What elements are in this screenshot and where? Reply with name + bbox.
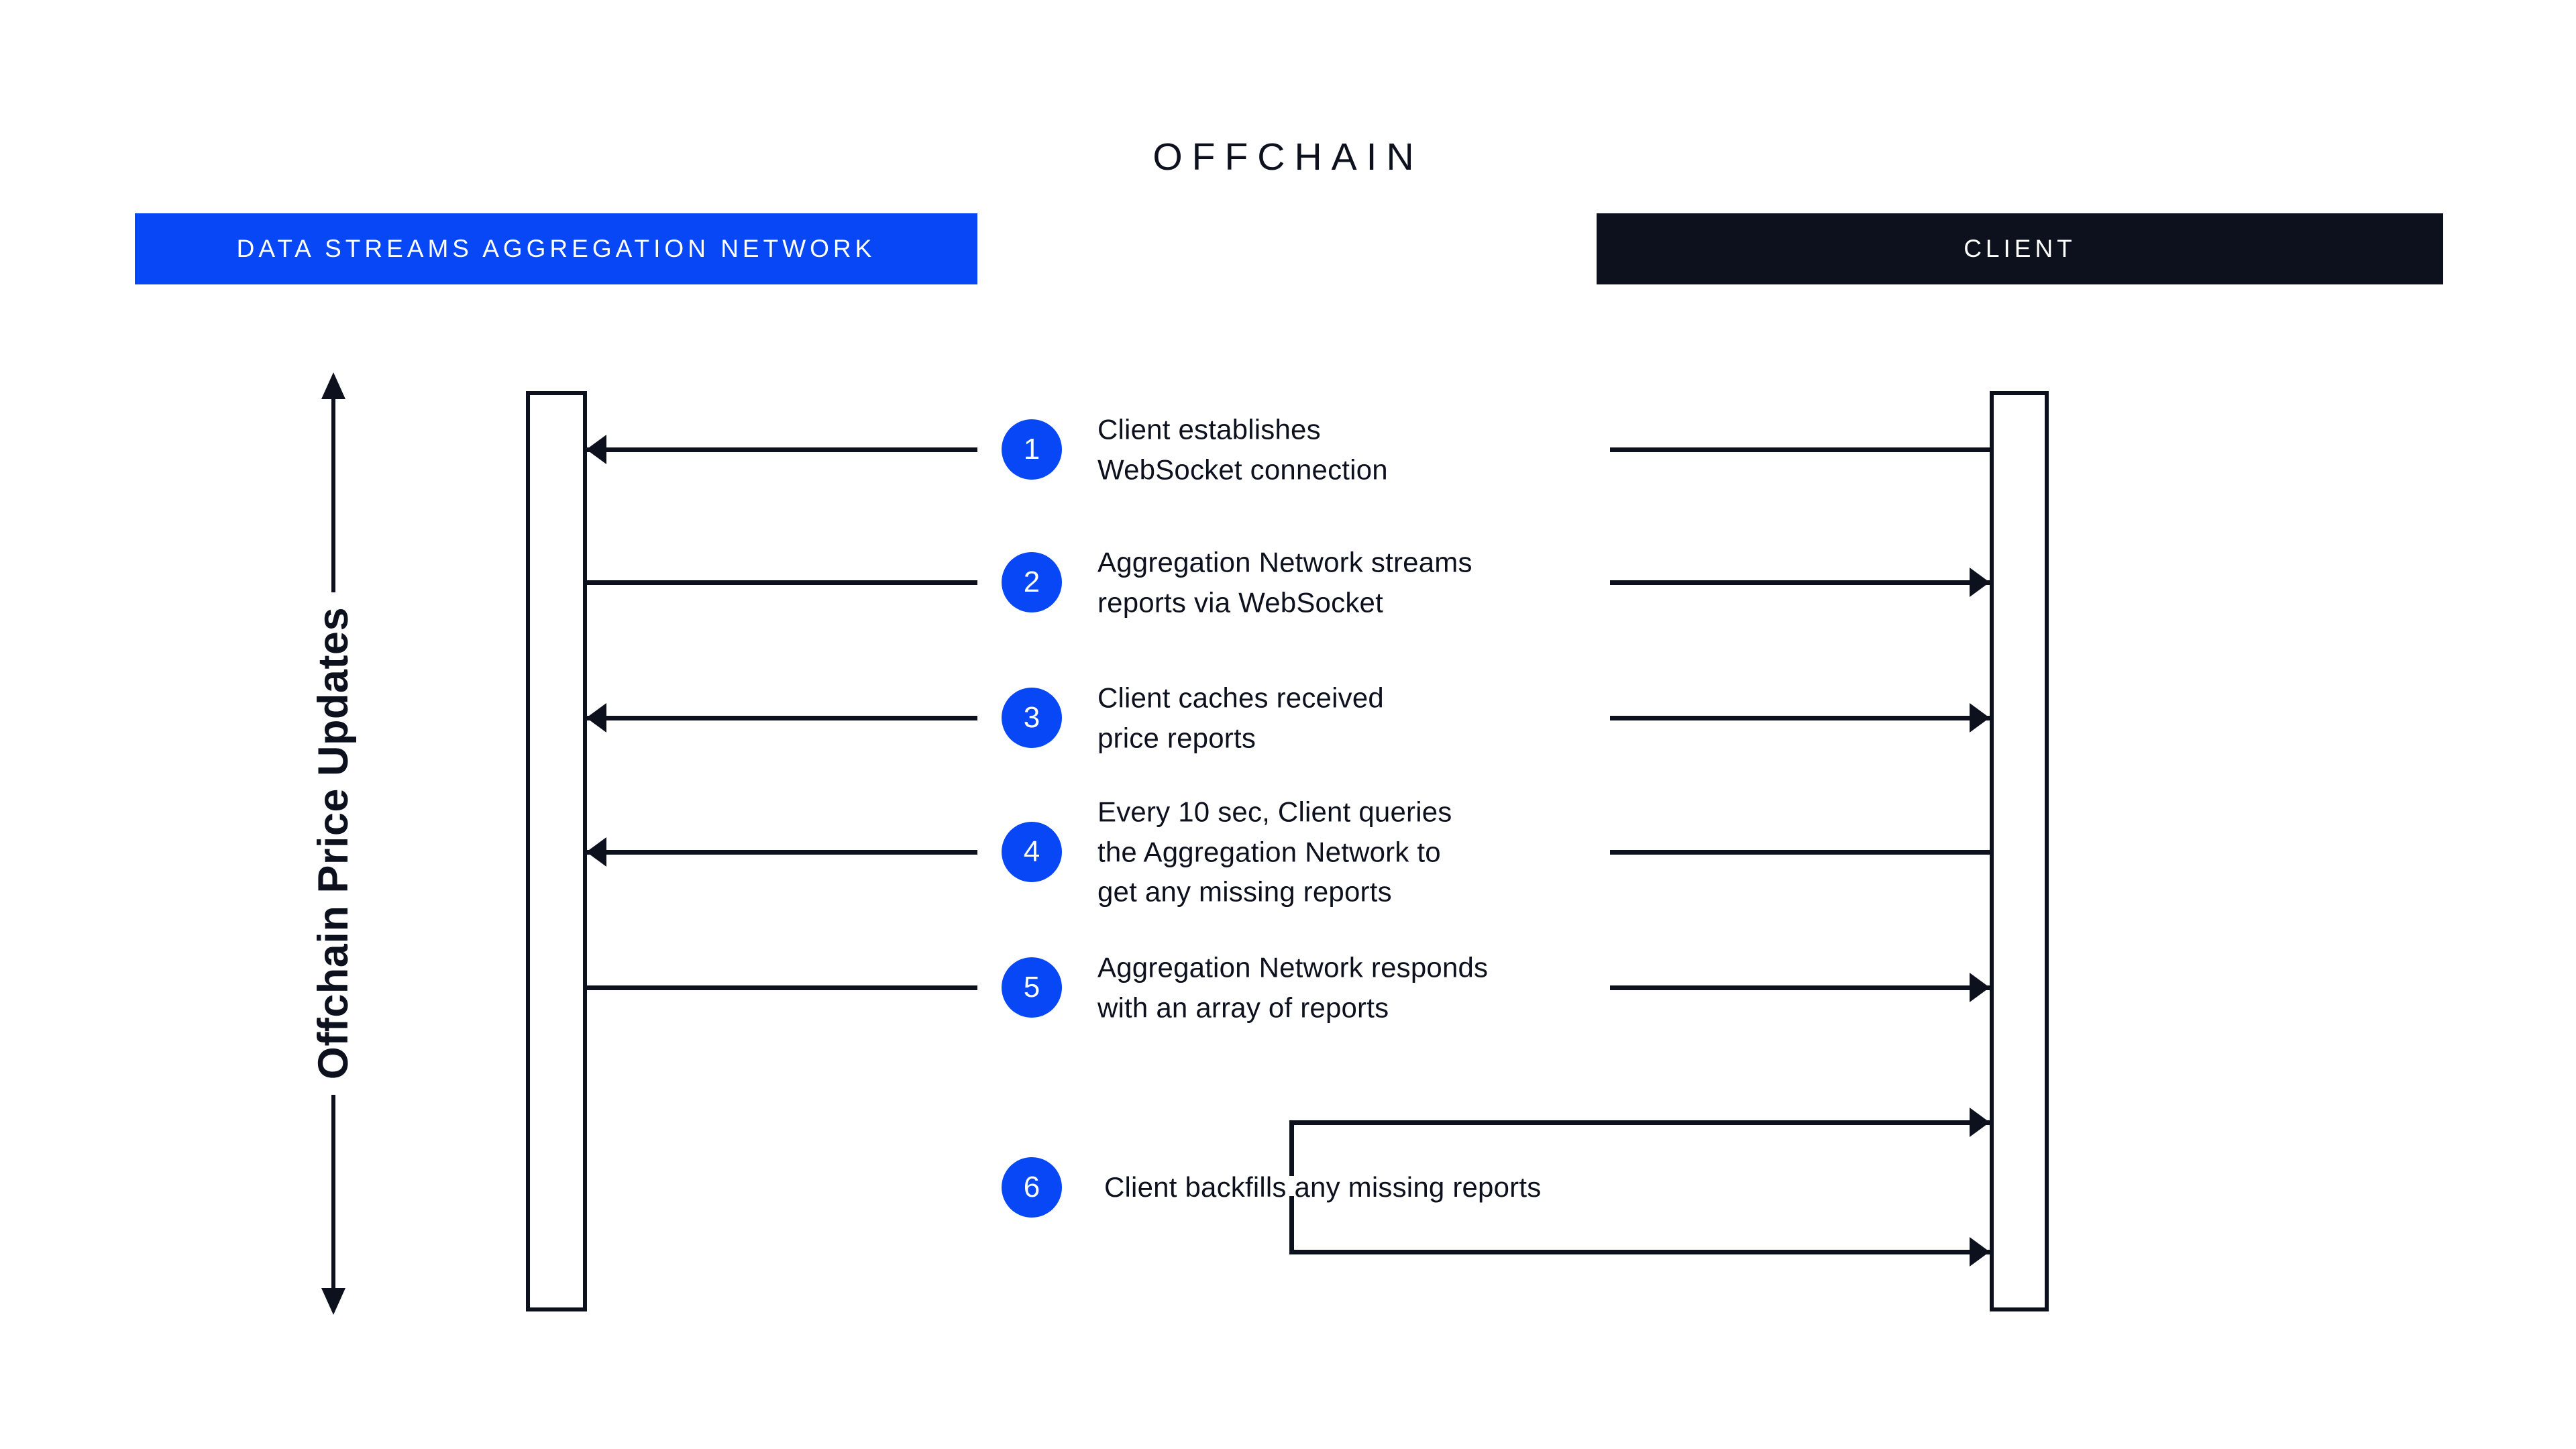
loop-line-bottom bbox=[1289, 1249, 1990, 1254]
loop-arrowhead-top bbox=[1970, 1108, 1990, 1137]
step-description-line: Aggregation Network streams bbox=[1097, 546, 1472, 578]
step-description-line: Every 10 sec, Client queries bbox=[1097, 796, 1452, 828]
step-description-4: Every 10 sec, Client queries the Aggregat… bbox=[1097, 792, 1452, 912]
arrow-down-icon bbox=[321, 1288, 345, 1315]
step-description-line: Client establishes bbox=[1097, 413, 1321, 445]
lifeline-aggregation-network bbox=[526, 391, 587, 1311]
message-line-left-1 bbox=[586, 447, 977, 452]
step-description-line: Client backfills any missing reports bbox=[1104, 1171, 1542, 1203]
step-description-line: the Aggregation Network to bbox=[1097, 836, 1441, 868]
lifeline-client bbox=[1990, 391, 2049, 1311]
arrow-up-icon bbox=[321, 372, 345, 399]
step-description-line: get any missing reports bbox=[1097, 875, 1392, 908]
step-description-line: with an array of reports bbox=[1097, 991, 1389, 1023]
step-description-line: reports via WebSocket bbox=[1097, 586, 1383, 618]
axis-line-bottom bbox=[331, 1094, 335, 1288]
message-line-right-5 bbox=[1610, 985, 1990, 990]
message-line-left-4 bbox=[586, 849, 977, 855]
arrowhead-left-4 bbox=[586, 837, 606, 867]
axis-line-top bbox=[331, 399, 335, 593]
step-description-line: WebSocket connection bbox=[1097, 453, 1388, 485]
step-description-3: Client caches received price reports bbox=[1097, 678, 1384, 757]
step-description-2: Aggregation Network streams reports via W… bbox=[1097, 542, 1472, 622]
arrowhead-left-1 bbox=[586, 435, 606, 464]
loop-arrowhead-bottom bbox=[1970, 1237, 1990, 1267]
loop-stub-bottom bbox=[1289, 1195, 1294, 1250]
arrowhead-right-3 bbox=[1970, 703, 1990, 733]
message-line-left-3 bbox=[586, 715, 977, 720]
step-description-5: Aggregation Network responds with an arra… bbox=[1097, 947, 1488, 1027]
arrowhead-left-3 bbox=[586, 703, 606, 733]
step-description-6: Client backfills any missing reports bbox=[1104, 1167, 1541, 1208]
step-badge-5: 5 bbox=[1002, 957, 1062, 1018]
message-line-right-2 bbox=[1610, 580, 1990, 585]
page-title: OFFCHAIN bbox=[1152, 136, 1424, 178]
step-badge-6: 6 bbox=[1002, 1157, 1062, 1218]
step-description-line: Aggregation Network responds bbox=[1097, 951, 1489, 983]
step-badge-2: 2 bbox=[1002, 552, 1062, 612]
arrowhead-right-2 bbox=[1970, 568, 1990, 597]
message-line-left-2 bbox=[586, 580, 977, 585]
loop-stub-top bbox=[1289, 1122, 1294, 1176]
message-line-right-3 bbox=[1610, 715, 1990, 720]
lane-header-aggregation-network: DATA STREAMS AGGREGATION NETWORK bbox=[135, 213, 977, 284]
message-line-left-5 bbox=[586, 985, 977, 990]
lane-header-client: CLIENT bbox=[1597, 213, 2443, 284]
loop-line-top bbox=[1289, 1120, 1990, 1125]
step-badge-4: 4 bbox=[1002, 822, 1062, 882]
step-description-line: Client caches received bbox=[1097, 682, 1384, 714]
step-badge-3: 3 bbox=[1002, 688, 1062, 748]
step-description-line: price reports bbox=[1097, 722, 1256, 753]
arrowhead-right-5 bbox=[1970, 973, 1990, 1002]
message-line-right-4 bbox=[1610, 849, 1990, 855]
offchain-price-updates-axis: Offchain Price Updates bbox=[310, 372, 357, 1315]
message-line-right-1 bbox=[1610, 447, 1990, 452]
axis-label: Offchain Price Updates bbox=[310, 607, 357, 1080]
step-badge-1: 1 bbox=[1002, 419, 1062, 480]
